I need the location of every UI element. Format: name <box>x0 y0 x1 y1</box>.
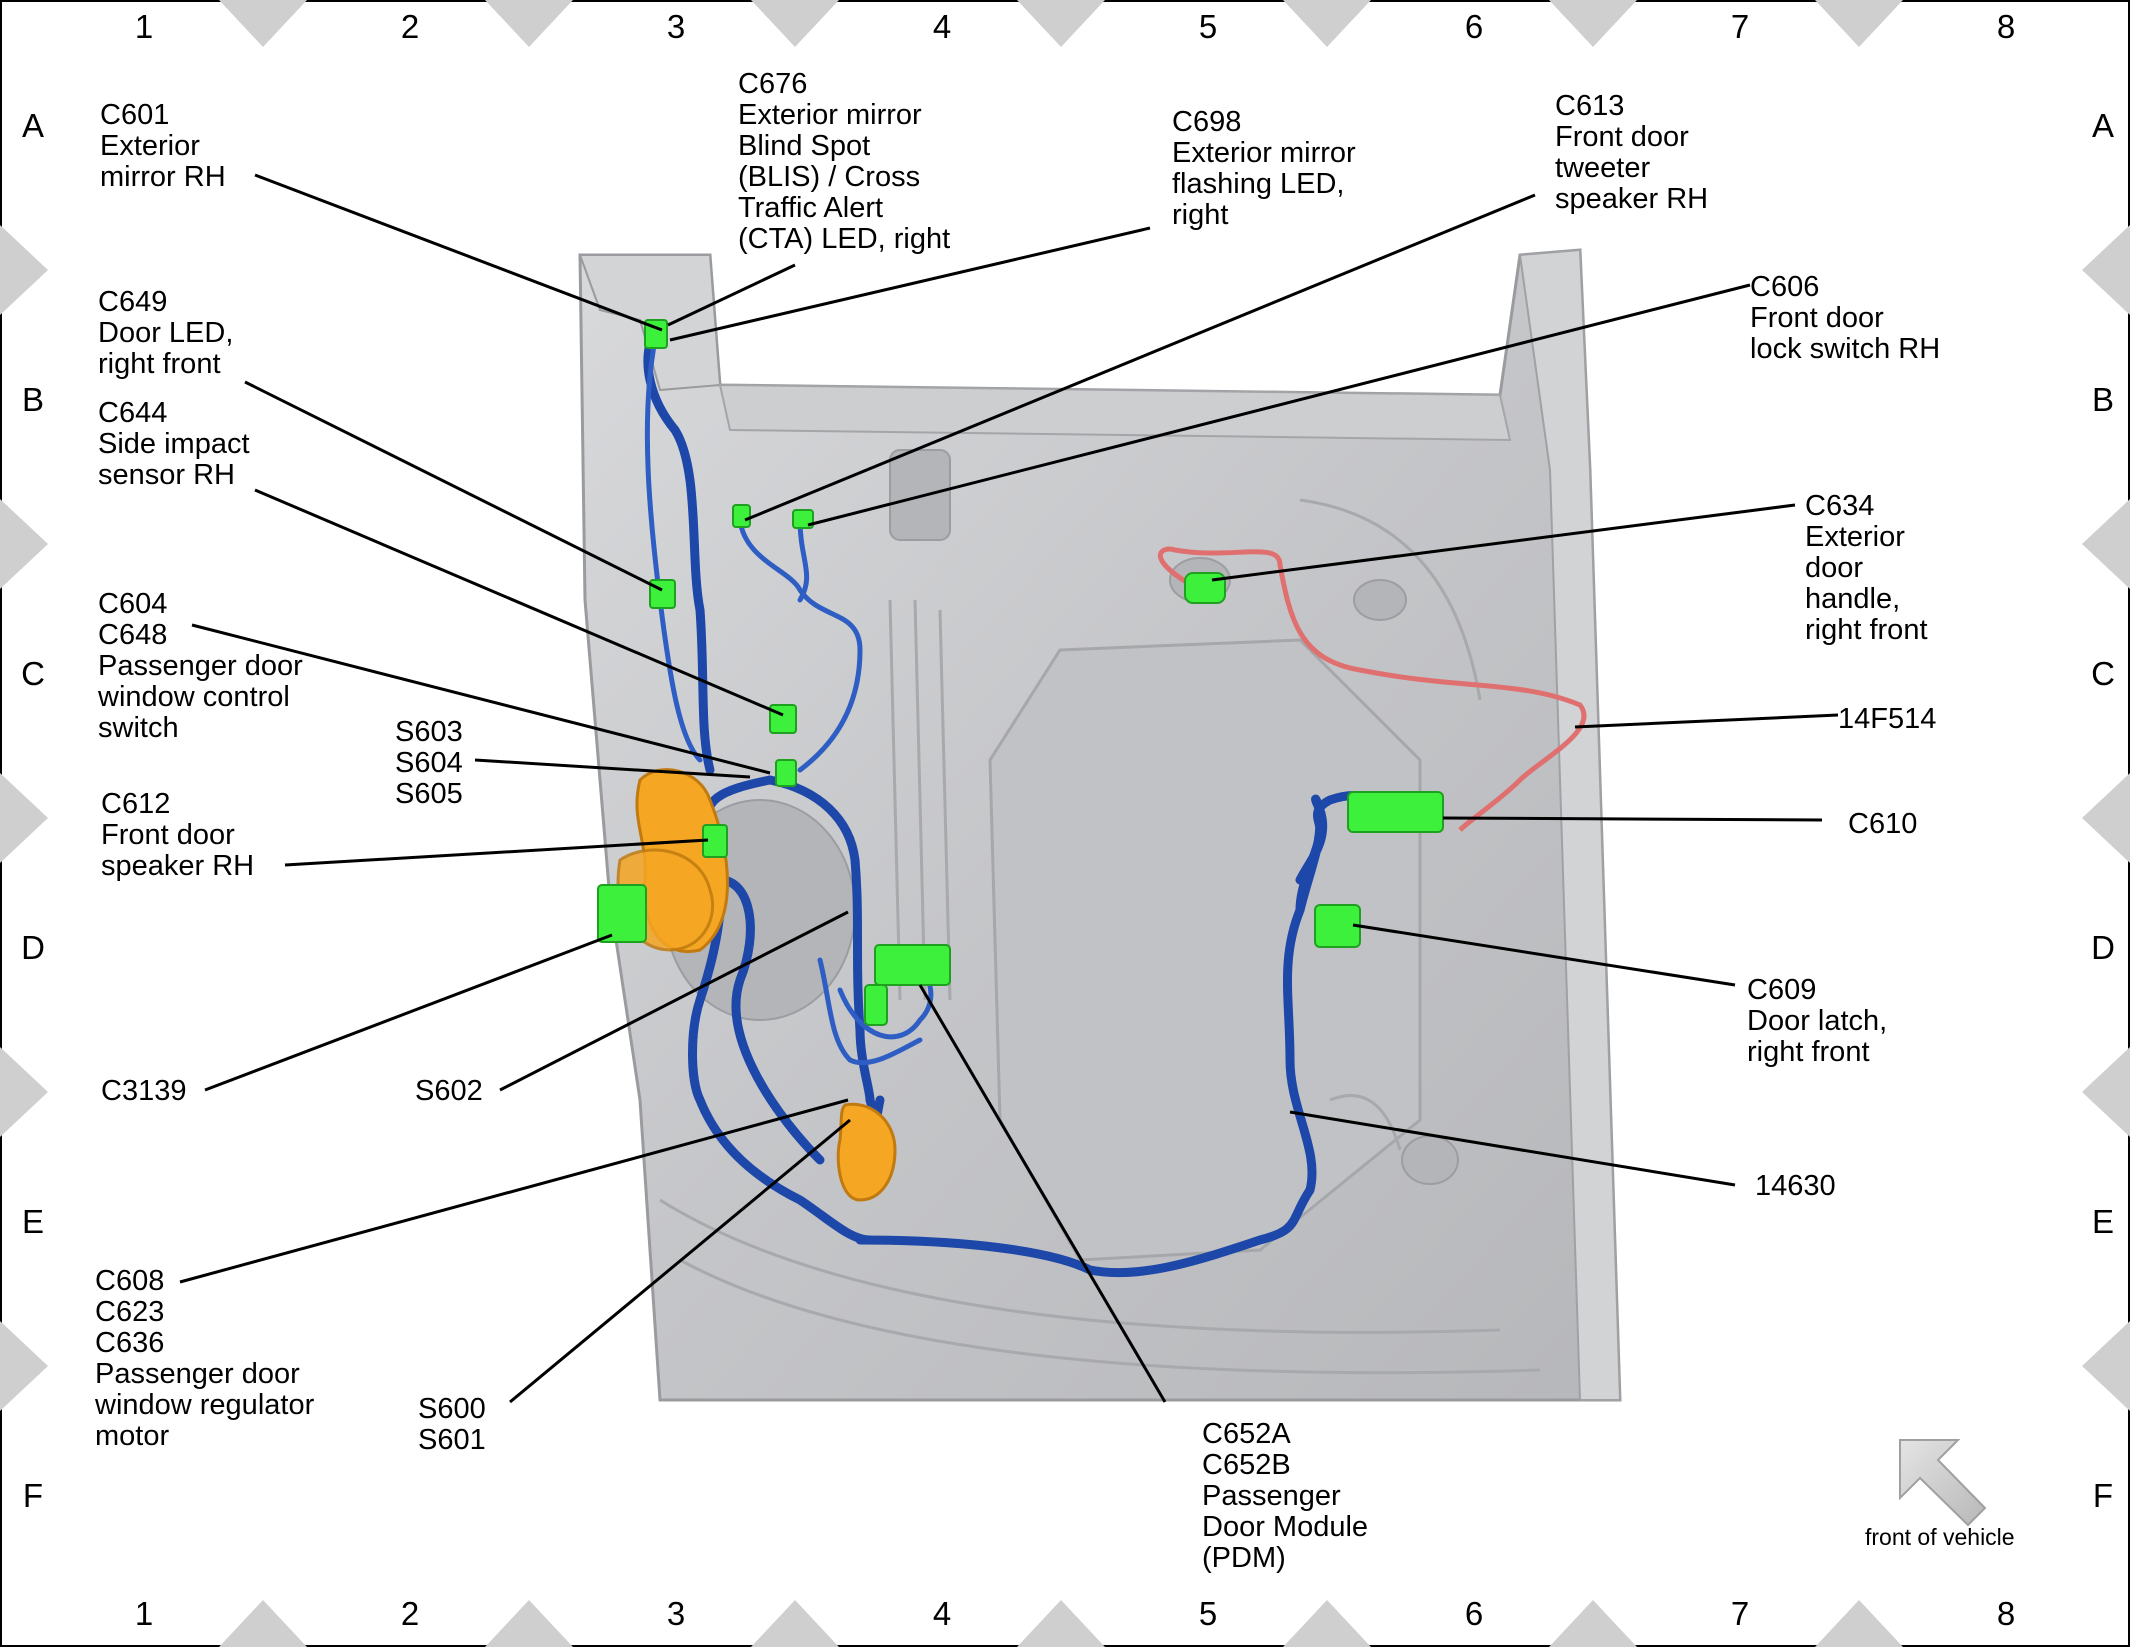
wire-14f514 <box>1157 546 1587 832</box>
grid-row-b: B <box>2092 381 2114 418</box>
connector-c613 <box>732 504 751 528</box>
grid-row-labels-left: A B C D E F <box>21 107 45 1514</box>
connector-c644 <box>769 704 797 734</box>
grid-col-4: 4 <box>933 8 951 45</box>
grid-col-8: 8 <box>1997 1595 2015 1632</box>
grid-col-6: 6 <box>1465 1595 1483 1632</box>
label-c649: C649 Door LED, right front <box>98 286 241 380</box>
grid-row-a: A <box>22 107 44 144</box>
label-c612: C612 Front door speaker RH <box>101 788 254 882</box>
grid-col-3: 3 <box>667 1595 685 1632</box>
grid-col-7: 7 <box>1731 8 1749 45</box>
label-c608: C608 C623 C636 Passenger door window reg… <box>94 1265 322 1452</box>
grid-row-b: B <box>22 381 44 418</box>
grid-col-5: 5 <box>1199 8 1217 45</box>
label-c606: C606 Front door lock switch RH <box>1750 271 1940 365</box>
connector-c649 <box>649 579 676 609</box>
label-c3139: C3139 <box>101 1075 186 1107</box>
grid-col-1: 1 <box>135 8 153 45</box>
label-c609: C609 Door latch, right front <box>1747 974 1895 1068</box>
label-14630: 14630 <box>1755 1170 1836 1202</box>
grid-row-e: E <box>2092 1203 2114 1240</box>
connector-c652 <box>874 944 951 986</box>
grid-col-7: 7 <box>1731 1595 1749 1632</box>
grid-row-f: F <box>23 1477 43 1514</box>
grid-column-labels-top: 1 2 3 4 5 6 7 8 <box>135 8 2015 45</box>
connector-c652b <box>864 984 888 1026</box>
label-c698: C698 Exterior mirror flashing LED, right <box>1172 106 1364 231</box>
label-c644: C644 Side impact sensor RH <box>98 397 258 491</box>
grid-row-a: A <box>2092 107 2114 144</box>
grid-row-f: F <box>2093 1477 2113 1514</box>
label-c634: C634 Exterior door handle, right front <box>1805 490 1928 646</box>
grid-row-c: C <box>21 655 45 692</box>
label-c613: C613 Front door tweeter speaker RH <box>1555 90 1708 215</box>
label-s602: S602 <box>415 1075 483 1107</box>
grid-row-d: D <box>21 929 45 966</box>
connectors <box>597 319 1444 1026</box>
grid-col-1: 1 <box>135 1595 153 1632</box>
label-c601: C601 Exterior mirror RH <box>100 99 226 193</box>
grid-row-labels-right: A B C D E F <box>2091 107 2115 1514</box>
arrow-icon <box>1899 1439 1987 1527</box>
connector-c634 <box>1184 572 1226 604</box>
grid-row-e: E <box>22 1203 44 1240</box>
grid-col-3: 3 <box>667 8 685 45</box>
grid-column-labels-bottom: 1 2 3 4 5 6 7 8 <box>135 1595 2015 1632</box>
grid-col-5: 5 <box>1199 1595 1217 1632</box>
connector-c610 <box>1347 791 1444 833</box>
front-of-vehicle-label: front of vehicle <box>1865 1524 2015 1550</box>
grid-col-4: 4 <box>933 1595 951 1632</box>
grid-col-2: 2 <box>401 1595 419 1632</box>
label-c676: C676 Exterior mirror Blind Spot (BLIS) /… <box>738 68 950 255</box>
label-14f514: 14F514 <box>1838 703 1936 735</box>
grid-col-8: 8 <box>1997 8 2015 45</box>
connector-c604 <box>775 759 797 787</box>
grid-col-6: 6 <box>1465 8 1483 45</box>
grid-col-2: 2 <box>401 8 419 45</box>
leader-lines <box>179 173 1839 1404</box>
label-c604: C604 C648 Passenger door window control … <box>97 588 311 744</box>
connector-c3139 <box>597 884 647 943</box>
label-s600: S600 S601 <box>418 1393 494 1456</box>
grid-row-c: C <box>2091 655 2115 692</box>
label-s603: S603 S604 S605 <box>395 716 471 810</box>
label-c610: C610 <box>1848 808 1917 840</box>
grid-row-d: D <box>2091 929 2115 966</box>
label-c652: C652A C652B Passenger Door Module (PDM) <box>1202 1418 1376 1574</box>
